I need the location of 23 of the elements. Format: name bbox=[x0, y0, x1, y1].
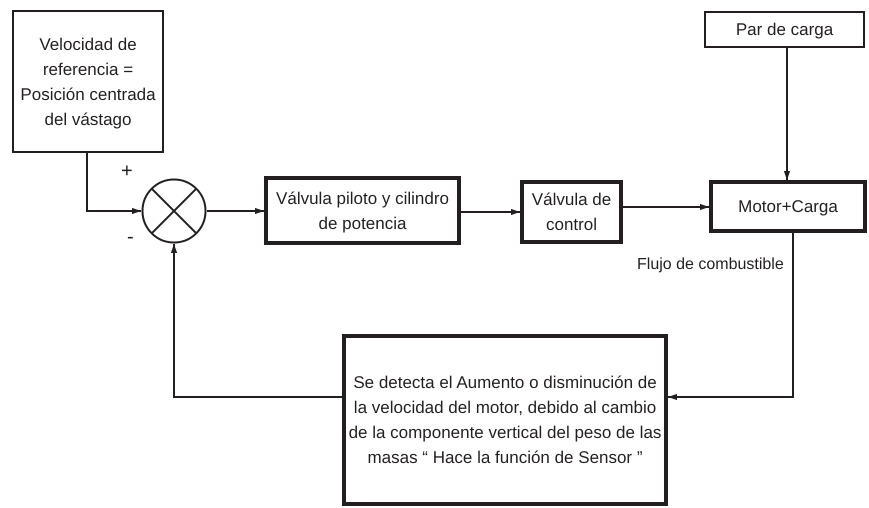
arrow bbox=[207, 208, 264, 214]
arrow bbox=[86, 153, 141, 214]
block-box bbox=[709, 180, 867, 233]
sensor-box bbox=[342, 334, 668, 506]
arrow bbox=[623, 204, 709, 210]
block-text: Par de carga bbox=[736, 19, 834, 41]
sign-label: + bbox=[121, 160, 133, 183]
arrow bbox=[784, 48, 790, 180]
signal-label: Flujo de combustible bbox=[637, 256, 784, 274]
block-box bbox=[520, 180, 623, 244]
block-text: Velocidad de referencia = Posición centrada del vástago bbox=[19, 34, 157, 130]
sign-label: - bbox=[127, 226, 134, 249]
arrow bbox=[461, 208, 520, 216]
block-box bbox=[704, 11, 865, 48]
block-box bbox=[12, 10, 164, 153]
arrow bbox=[170, 244, 342, 398]
block-text: Válvula de control bbox=[530, 189, 612, 236]
block-text: Se detecta el Aumento o disminución de la velocidad del motor, debido al cambio de la componente vertical del peso de las masas “ Hace la función de Sensor ” bbox=[348, 372, 662, 469]
arrow bbox=[668, 233, 794, 400]
block-text: Válvula piloto y cilindro de potencia bbox=[275, 188, 450, 234]
block-text: Motor+Carga bbox=[738, 196, 838, 218]
block-box bbox=[264, 176, 461, 245]
summing-junction bbox=[141, 178, 207, 244]
